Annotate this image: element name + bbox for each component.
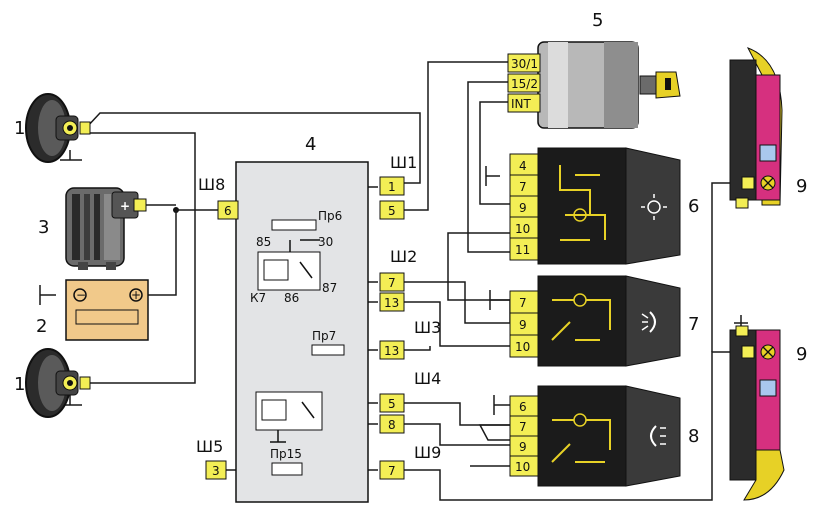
alternator-icon: +: [65, 187, 147, 270]
switch6-pin-9: 9: [519, 201, 527, 215]
svg-text:+: +: [120, 199, 130, 213]
connector-pins: 6 1 5 7 13 13 5 8 3 7: [205, 176, 405, 480]
headlamp-top: [25, 93, 91, 163]
ignition-terminal-15-2: 15/2: [511, 77, 538, 91]
light-switch: [509, 147, 681, 265]
ignition-switch: [507, 41, 681, 129]
switch8-pin-7: 7: [519, 420, 527, 434]
fog-light-switch: [509, 275, 681, 367]
label-rear-fog-switch: 8: [688, 426, 699, 447]
pin-sh9-7: 7: [388, 464, 396, 478]
relay-k7-label: К7: [250, 291, 266, 305]
switch6-pin-10: 10: [515, 222, 530, 236]
connector-sh3-label: Ш3: [414, 318, 441, 337]
pin-sh8-6: 6: [224, 204, 232, 218]
rear-fog-icon: [650, 425, 666, 447]
connector-sh5-label: Ш5: [196, 437, 223, 456]
switch7-pin-9: 9: [519, 318, 527, 332]
fuse-pr6-label: Пр6: [318, 209, 342, 223]
lamp-bulb-icon: [760, 175, 776, 191]
rear-lamp-top: [729, 47, 783, 209]
ignition-key-icon: [639, 71, 681, 99]
connector-sh2-label: Ш2: [390, 247, 417, 266]
terminal-30-label: 30: [318, 235, 333, 249]
pin-sh4-8: 8: [388, 418, 396, 432]
connector-sh8-label: Ш8: [198, 175, 225, 194]
relay-fuse-box: [235, 161, 369, 503]
pin-sh2-13: 13: [384, 296, 399, 310]
ignition-terminal-30-1: 30/1: [511, 57, 538, 71]
switch8-pin-6: 6: [519, 400, 527, 414]
pin-sh5-3: 3: [212, 464, 220, 478]
terminal-85-label: 85: [256, 235, 271, 249]
switch7-pin-10: 10: [515, 340, 530, 354]
label-light-switch: 6: [688, 196, 699, 217]
label-battery: 2: [36, 316, 47, 337]
fog-lamp-icon: [641, 311, 656, 333]
label-headlamp-top: 1: [14, 118, 25, 139]
switch6-pin-11: 11: [515, 243, 530, 257]
label-ignition-switch: 5: [592, 10, 603, 31]
rear-fog-switch: [509, 385, 681, 487]
switch7-pin-7: 7: [519, 296, 527, 310]
pin-sh3-13: 13: [384, 344, 399, 358]
fuse-pr7-label: Пр7: [312, 329, 336, 343]
battery-minus-sign: −: [76, 288, 86, 302]
ignition-terminal-int: INT: [511, 97, 532, 111]
pin-sh1-1: 1: [388, 180, 396, 194]
pin-sh1-5: 5: [388, 204, 396, 218]
switch8-pin-9: 9: [519, 440, 527, 454]
battery-icon: − +: [65, 279, 149, 341]
label-fog-switch: 7: [688, 314, 699, 335]
label-relay-box: 4: [305, 134, 316, 155]
label-headlamp-bottom: 1: [14, 374, 25, 395]
pin-sh4-5: 5: [388, 397, 396, 411]
label-alternator: 3: [38, 217, 49, 238]
light-sun-icon: [641, 194, 667, 220]
label-rear-lamp-bottom: 9: [796, 344, 807, 365]
label-rear-lamp-top: 9: [796, 176, 807, 197]
rear-lamp-bottom: [729, 325, 785, 501]
switch6-pin-7: 7: [519, 180, 527, 194]
connector-sh1-label: Ш1: [390, 153, 417, 172]
fuse-pr15-label: Пр15: [270, 447, 302, 461]
switch8-pin-10: 10: [515, 460, 530, 474]
terminal-86-label: 86: [284, 291, 299, 305]
connector-sh4-label: Ш4: [414, 369, 441, 388]
switch6-pin-4: 4: [519, 159, 527, 173]
pin-sh2-7: 7: [388, 276, 396, 290]
battery-plus-sign: +: [131, 288, 141, 302]
headlamp-bottom: [25, 348, 91, 418]
connector-sh9-label: Ш9: [414, 443, 441, 462]
terminal-87-label: 87: [322, 281, 337, 295]
